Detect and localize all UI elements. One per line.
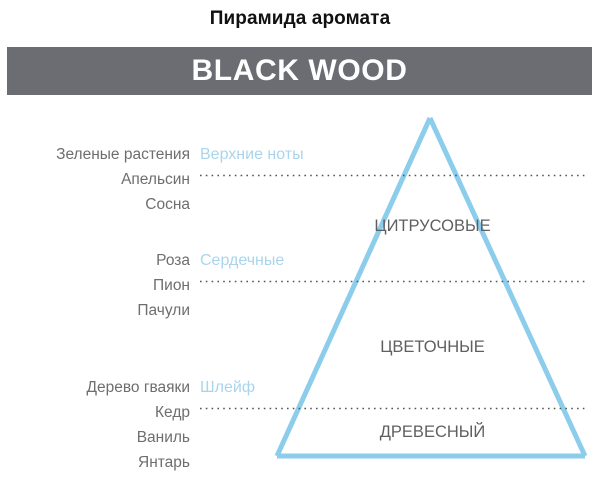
brand-banner: BLACK WOOD — [7, 47, 592, 95]
pyramid-triangle — [274, 116, 588, 459]
page-title: Пирамида аромата — [209, 8, 391, 29]
ingredient-item: Сосна — [145, 196, 190, 213]
pyramid-right-edge — [427, 116, 588, 458]
accord-label-heart: ЦВЕТОЧНЫЕ — [380, 338, 485, 356]
ingredient-item: Апельсин — [121, 171, 190, 188]
ingredient-item: Янтарь — [138, 454, 190, 471]
accord-label-top: ЦИТРУСОВЫЕ — [374, 217, 491, 235]
stage-label-top: Верхние ноты — [200, 146, 304, 163]
ingredient-item: Ваниль — [136, 429, 190, 446]
ingredient-item: Кедр — [155, 404, 190, 421]
stage-label-heart: Сердечные — [200, 252, 285, 269]
accord-label-base: ДРЕВЕСНЫЙ — [379, 423, 486, 441]
stage-label-base: Шлейф — [200, 379, 255, 396]
pyramid-left-edge — [274, 116, 433, 458]
ingredient-item: Пион — [153, 277, 190, 294]
ingredient-list-heart: Роза Пион Пачули — [137, 248, 190, 323]
ingredient-item: Дерево гваяки — [86, 379, 190, 396]
brand-name: BLACK WOOD — [191, 54, 408, 87]
ingredient-item: Роза — [156, 252, 190, 269]
ingredient-item: Зеленые растения — [56, 146, 190, 163]
ingredient-list-top: Зеленые растения Апельсин Сосна — [56, 142, 190, 217]
ingredient-list-base: Дерево гваяки Кедр Ваниль Янтарь — [86, 375, 190, 475]
ingredient-item: Пачули — [137, 302, 190, 319]
